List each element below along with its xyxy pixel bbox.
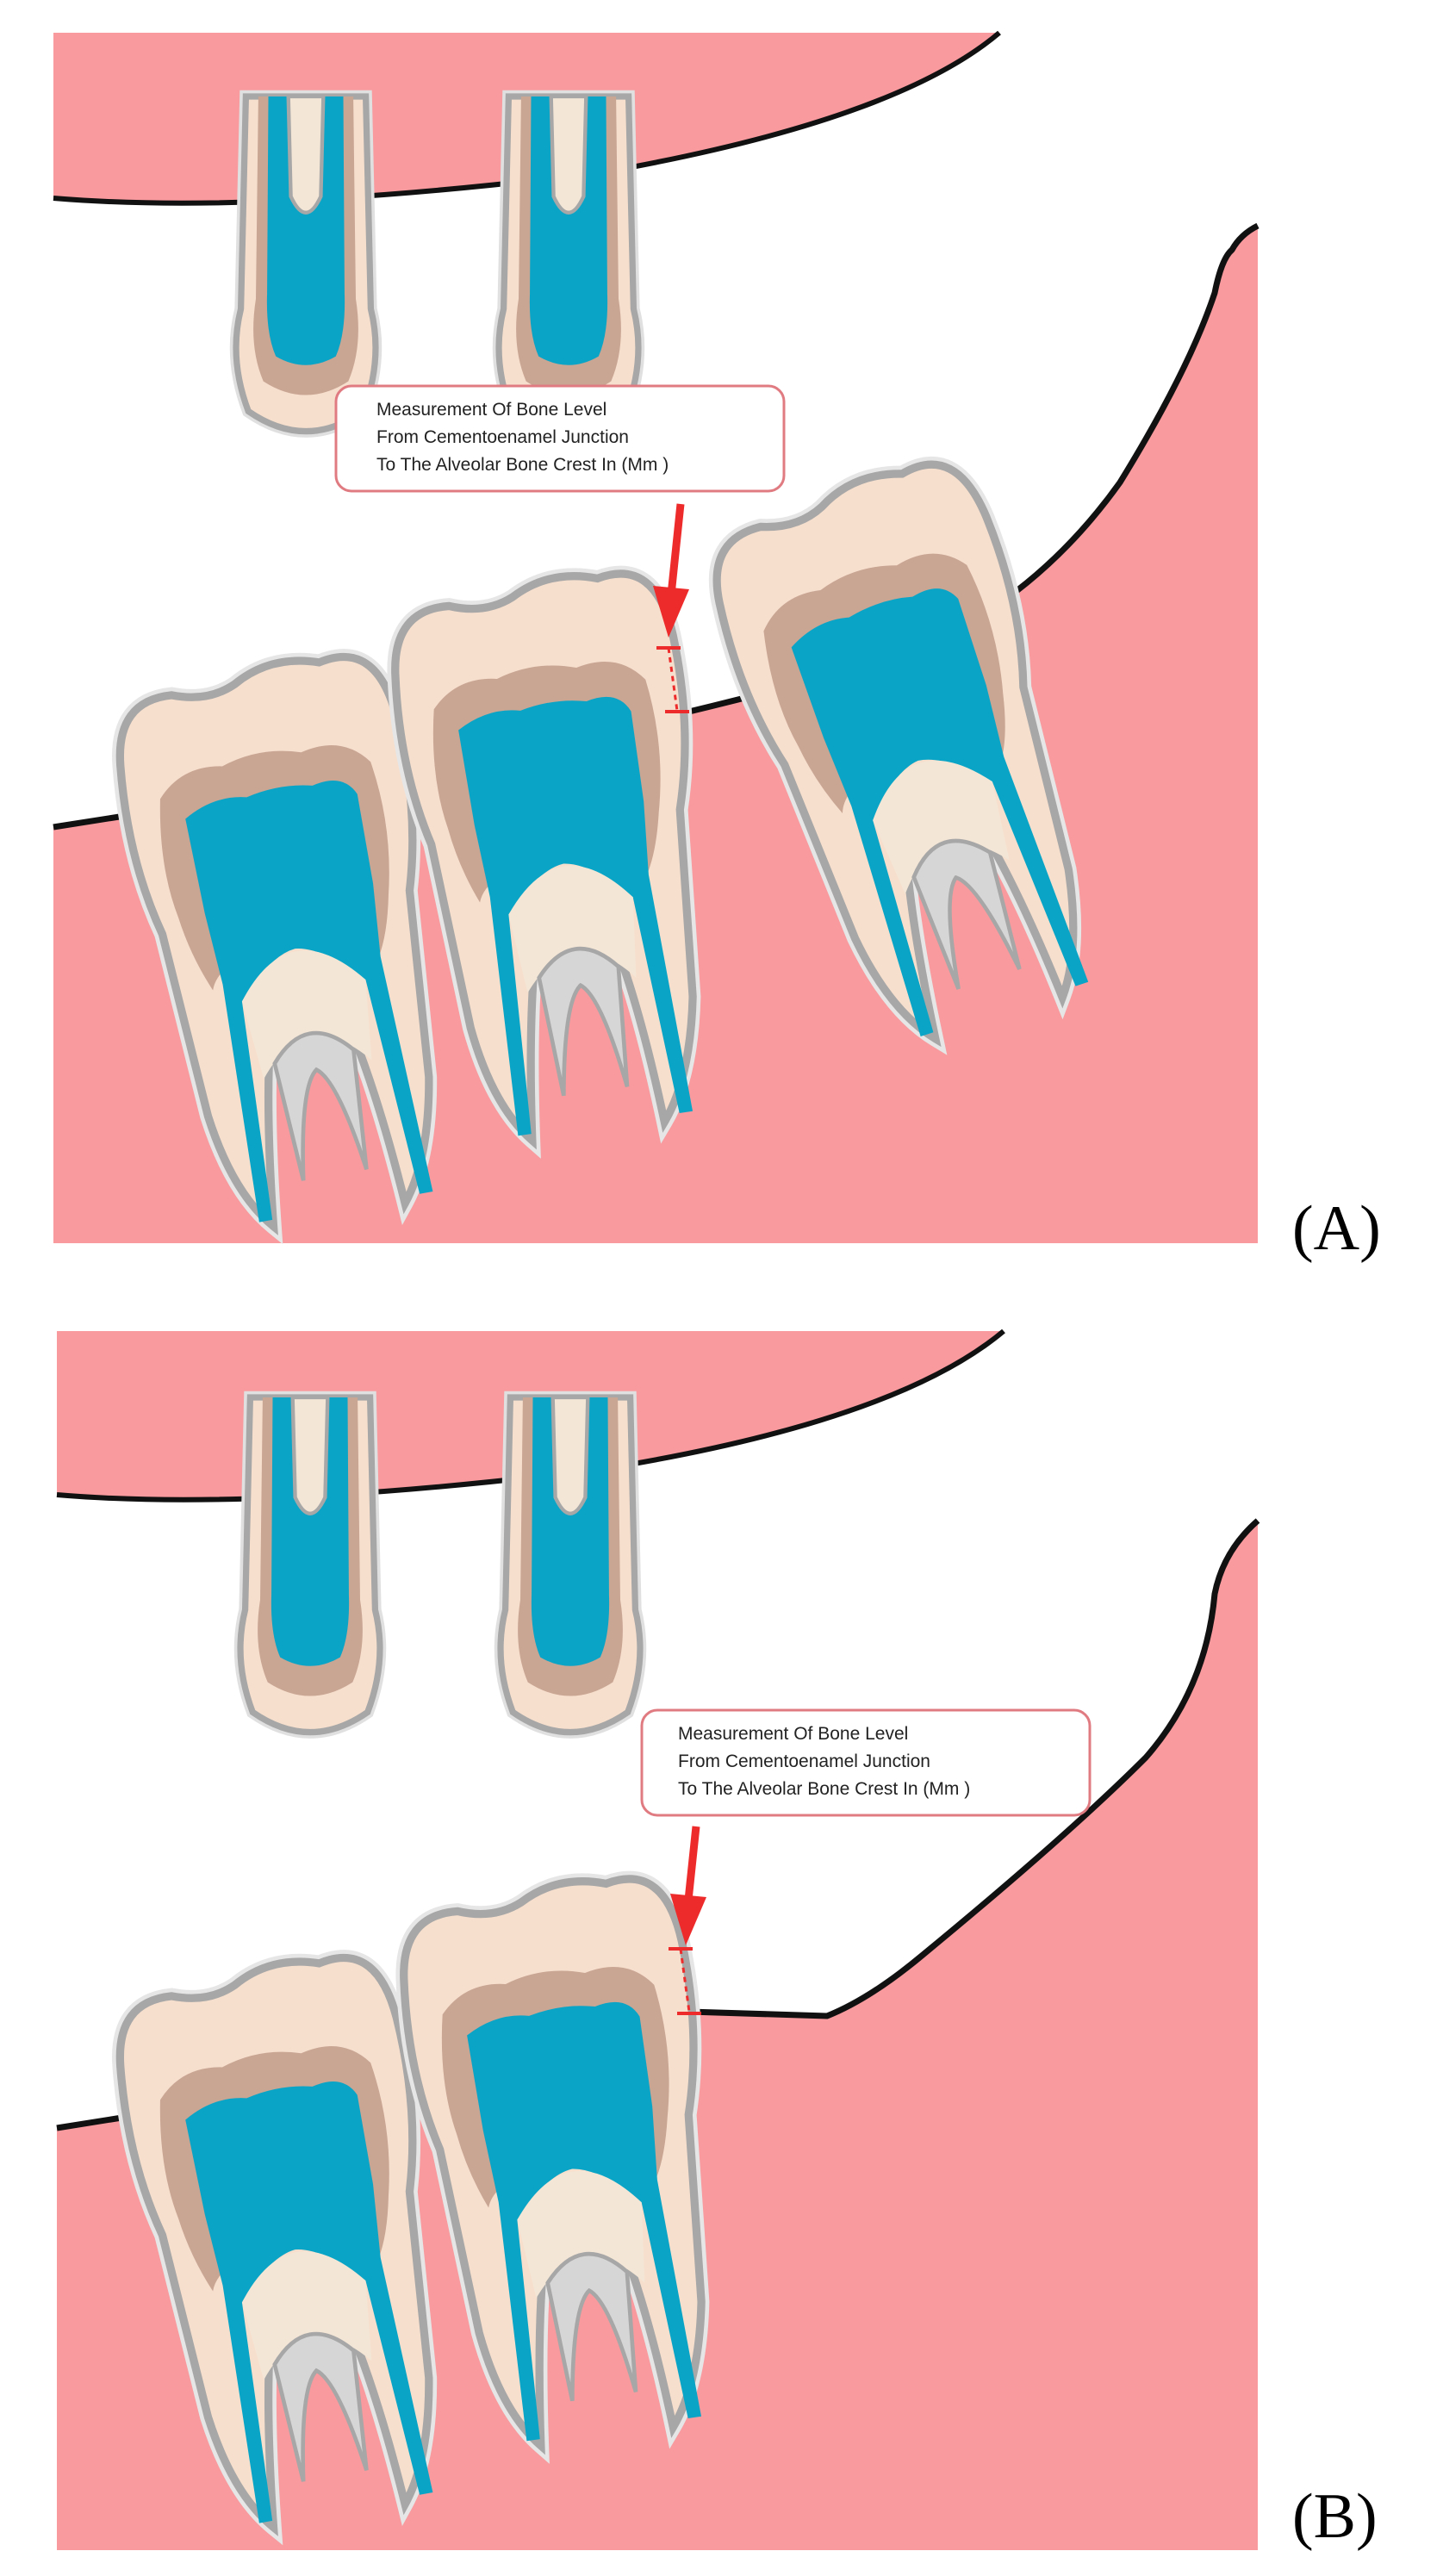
- panel-b-upper-tooth-1: [240, 1397, 380, 1733]
- panel-a-upper-tooth-2: [499, 96, 638, 432]
- panel-a-label: (A): [1292, 1193, 1381, 1264]
- down-arrow-icon: [653, 503, 689, 638]
- panel-a-annotation-callout: Measurement Of Bone Level From Cementoen…: [334, 384, 786, 493]
- panel-a-annotation-line-2: From Cementoenamel Junction: [376, 427, 629, 447]
- dashed-measurement-line-icon: [669, 1947, 701, 2015]
- panel-b-label: (B): [1292, 2481, 1378, 2552]
- panel-a-upper-tooth-1: [236, 96, 376, 432]
- panel-b-annotation-line-1: Measurement Of Bone Level: [678, 1724, 908, 1744]
- panel-a-annotation-line-3: To The Alveolar Bone Crest In (Mm ): [376, 455, 669, 475]
- panel-a-annotation-line-1: Measurement Of Bone Level: [376, 400, 606, 420]
- panel-b-annotation-callout: Measurement Of Bone Level From Cementoen…: [640, 1708, 1092, 1817]
- panel-b-annotation-line-2: From Cementoenamel Junction: [678, 1752, 930, 1771]
- panel-a: Measurement Of Bone Level From Cementoen…: [53, 30, 1381, 1264]
- panel-b-annotation-line-3: To The Alveolar Bone Crest In (Mm ): [678, 1779, 970, 1799]
- panel-b-upper-tooth-2: [501, 1397, 640, 1733]
- panel-b: Measurement Of Bone Level From Cementoen…: [56, 1328, 1378, 2552]
- down-arrow-icon: [670, 1826, 706, 1945]
- dashed-measurement-line-icon: [656, 646, 689, 713]
